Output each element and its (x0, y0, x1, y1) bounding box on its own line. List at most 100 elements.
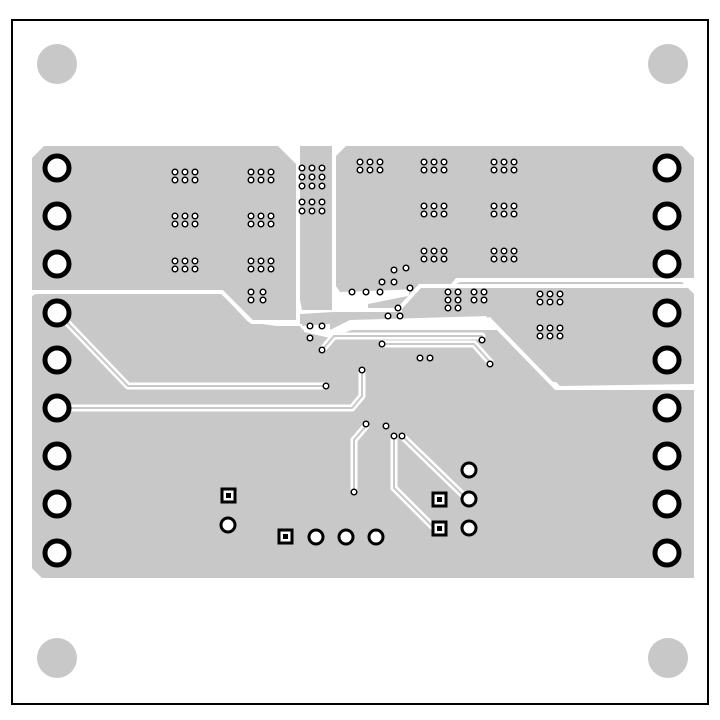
left-pin-3 (42, 249, 72, 279)
via (171, 257, 179, 265)
via (191, 265, 199, 273)
mounting-holes (37, 44, 688, 678)
via (454, 288, 462, 296)
via (470, 288, 478, 296)
via (402, 264, 410, 272)
via (191, 257, 199, 265)
left-connector-pins (42, 153, 72, 568)
via (298, 182, 306, 190)
via (420, 210, 428, 218)
via (390, 278, 398, 286)
via (390, 432, 398, 440)
via (430, 158, 438, 166)
right-pin-4 (652, 298, 682, 328)
via (267, 257, 275, 265)
via (308, 164, 316, 172)
right-pin-7 (652, 441, 682, 471)
via (500, 202, 508, 210)
via (510, 158, 518, 166)
via (308, 198, 316, 206)
via (366, 158, 374, 166)
via (298, 207, 306, 215)
via (478, 336, 486, 344)
via (171, 220, 179, 228)
traces-core (57, 312, 491, 527)
via (356, 158, 364, 166)
via (500, 158, 508, 166)
test-point-1 (219, 516, 237, 534)
test-point-4 (367, 528, 385, 546)
vias (171, 158, 564, 496)
right-pin-3 (652, 249, 682, 279)
via (500, 255, 508, 263)
via (191, 168, 199, 176)
via (191, 176, 199, 184)
via (181, 176, 189, 184)
trace-core-6 (393, 435, 433, 527)
gap-right-middle-bottom (486, 316, 694, 390)
via (396, 312, 404, 320)
via (318, 207, 326, 215)
via (490, 255, 498, 263)
right-pin-1 (652, 153, 682, 183)
via (444, 296, 452, 304)
via (556, 298, 564, 306)
via (247, 220, 255, 228)
test-point-5 (460, 461, 478, 479)
via (440, 166, 448, 174)
via (510, 247, 518, 255)
via (536, 298, 544, 306)
square-pad-centers (226, 493, 442, 539)
gap-top-left-bottom-edge (32, 290, 298, 324)
copper-pours (32, 146, 694, 578)
via (510, 210, 518, 218)
test-point-7 (460, 519, 478, 537)
via (267, 265, 275, 273)
via (181, 168, 189, 176)
via (470, 296, 478, 304)
gap-top-right-bottom-edge (398, 284, 694, 310)
via (444, 288, 452, 296)
via (267, 168, 275, 176)
left-pin-8 (42, 489, 72, 519)
via (366, 166, 374, 174)
via (191, 212, 199, 220)
via (298, 173, 306, 181)
via (298, 164, 306, 172)
trace-core-3 (321, 335, 483, 351)
via (322, 382, 330, 390)
via (420, 158, 428, 166)
trace-core-5 (353, 425, 367, 491)
via (257, 220, 265, 228)
via (510, 202, 518, 210)
via (171, 168, 179, 176)
via (480, 288, 488, 296)
via (382, 422, 390, 430)
copper-pour-lower (32, 292, 694, 578)
via (358, 366, 366, 374)
via (546, 332, 554, 340)
right-pin-2 (652, 201, 682, 231)
via (257, 265, 265, 273)
via (546, 298, 554, 306)
mounting-hole-bottom-left (37, 638, 77, 678)
copper-pour-top-center (300, 146, 332, 310)
via (546, 324, 554, 332)
left-pin-4 (42, 298, 72, 328)
right-connector-pins (652, 153, 682, 568)
gap-center-right (332, 146, 402, 312)
via (308, 173, 316, 181)
via (257, 176, 265, 184)
via (416, 354, 424, 362)
via (267, 212, 275, 220)
left-pin-1 (42, 153, 72, 183)
via (398, 432, 406, 440)
via (181, 212, 189, 220)
via (247, 296, 255, 304)
via (536, 324, 544, 332)
via (376, 158, 384, 166)
left-pin-5 (42, 345, 72, 375)
via (356, 166, 364, 174)
via (546, 290, 554, 298)
